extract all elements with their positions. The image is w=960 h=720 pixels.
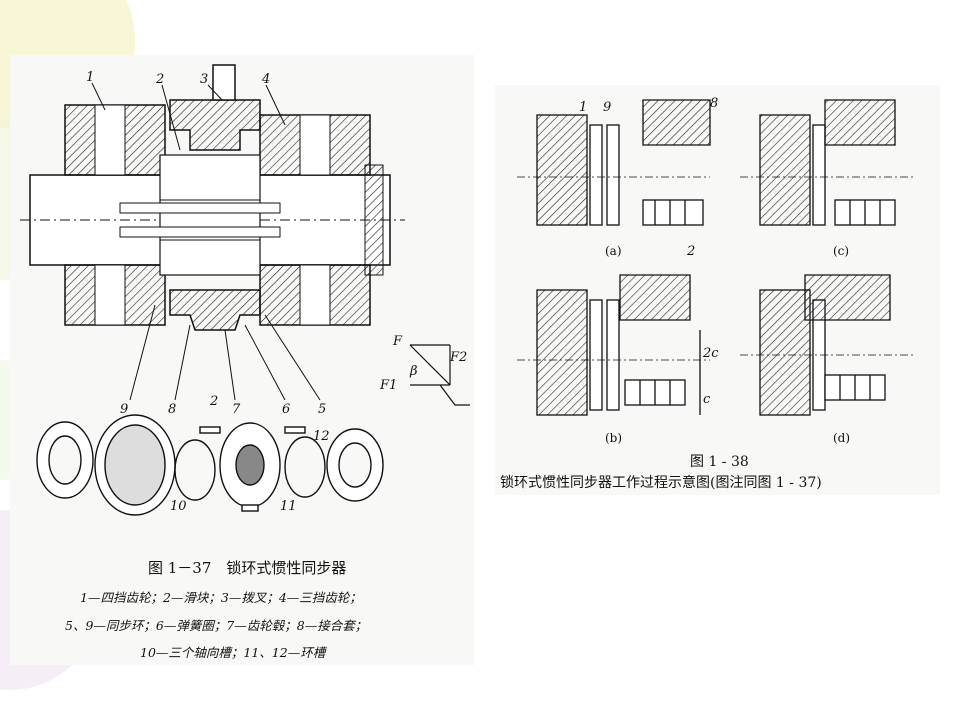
shift-fork	[212, 64, 236, 101]
sublabel-c: (c)	[833, 244, 849, 258]
figure-1-37-title: 图 1－37 锁环式惯性同步器	[148, 559, 347, 577]
label-8: 8	[168, 402, 176, 417]
force-diagram	[409, 344, 470, 406]
figure-1-38: 1 9 8 2 2c c (a) (b) (c) (d) 图 1 - 38 锁环…	[495, 85, 940, 495]
label-6: 6	[282, 402, 290, 417]
dimension-c: c	[703, 392, 711, 407]
dimension-2c: 2c	[702, 346, 719, 361]
exploded-view	[36, 414, 384, 516]
sublabel-b: (b)	[605, 431, 622, 445]
label-1: 1	[86, 70, 94, 85]
figure-1-38-title: 图 1 - 38	[690, 454, 749, 470]
label-9: 9	[120, 402, 128, 417]
label-11: 11	[280, 499, 297, 514]
subdiagram-d	[740, 274, 915, 416]
label-10: 10	[170, 499, 187, 514]
label-2b: 2	[209, 394, 218, 409]
label-7: 7	[232, 402, 241, 417]
force-label-f: F	[392, 334, 403, 349]
label-3: 3	[200, 72, 208, 87]
force-label-beta: β	[409, 364, 418, 379]
figure-1-38-subtitle: 锁环式惯性同步器工作过程示意图(图注同图 1 - 37)	[500, 475, 822, 491]
label-5: 5	[318, 402, 326, 417]
label-4: 4	[261, 72, 270, 87]
fig138-label-8: 8	[710, 96, 718, 111]
label-12: 12	[313, 429, 330, 444]
sublabel-a: (a)	[605, 244, 622, 258]
legend-line-2: 5、9—同步环；6—弹簧圈；7—齿轮毂；8—接合套；	[65, 618, 368, 633]
force-label-f2: F2	[449, 350, 467, 365]
fig138-label-2: 2	[686, 244, 695, 259]
subdiagram-c	[740, 99, 915, 226]
sublabel-d: (d)	[833, 431, 850, 445]
working-process-diagram: 1 9 8 2 2c c (a) (b) (c) (d)	[517, 96, 915, 445]
engagement-sleeve	[169, 99, 261, 151]
legend-line-3: 10—三个轴向槽；11、12—环槽	[140, 645, 326, 660]
synchronizer-cross-section: 1 2 3 4 9 8 7 6 5 F F2 F1 β	[20, 64, 470, 516]
label-2: 2	[155, 72, 164, 87]
legend-line-1: 1—四挡齿轮；2—滑块；3—拨叉；4—三挡齿轮；	[80, 590, 362, 605]
subdiagram-b	[517, 274, 710, 416]
figure-1-37: 1 2 3 4 9 8 7 6 5 F F2 F1 β	[10, 55, 475, 665]
force-label-f1: F1	[379, 378, 397, 393]
fig138-label-9: 9	[603, 100, 611, 115]
subdiagram-a	[517, 99, 711, 226]
fig138-label-1: 1	[579, 100, 587, 115]
